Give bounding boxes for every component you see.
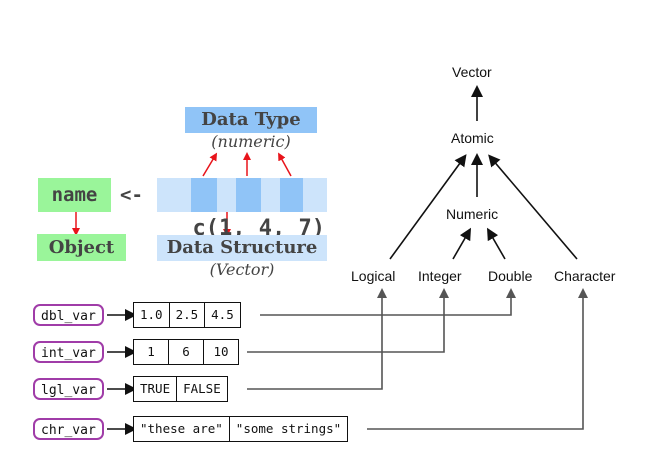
cell: "some strings" xyxy=(235,421,342,436)
link-lgl-to-logical xyxy=(247,288,387,390)
arrow-integer-to-numeric xyxy=(452,227,471,260)
cell: 6 xyxy=(169,340,204,364)
cell: 1.0 xyxy=(134,303,170,327)
data-structure-label: Data Structure xyxy=(157,235,327,261)
node-logical: Logical xyxy=(351,268,396,284)
arrow-1-to-type xyxy=(202,152,218,177)
value-highlight-1 xyxy=(191,178,217,212)
cells-lgl: TRUE FALSE xyxy=(133,376,228,402)
data-type-label: Data Type xyxy=(185,107,317,133)
sep: , xyxy=(272,216,286,241)
node-double: Double xyxy=(488,268,533,284)
arrow-logical-to-atomic xyxy=(389,154,467,260)
cells-int: 1 6 10 xyxy=(133,339,239,365)
node-integer: Integer xyxy=(418,268,462,284)
cell: "these are" xyxy=(134,417,230,441)
data-structure-sub: (Vector) xyxy=(209,260,275,279)
object-name-box: name xyxy=(38,178,111,212)
cell: FALSE xyxy=(183,381,221,396)
sep: , xyxy=(232,216,246,241)
object-label: Object xyxy=(37,234,126,261)
value-4: 4 xyxy=(258,216,272,241)
link-chr-to-character xyxy=(367,288,588,430)
code-vector: c(1, 4, 7) xyxy=(166,178,326,241)
var-chr: chr_var xyxy=(33,418,104,440)
cell: 1 xyxy=(134,340,169,364)
cell: TRUE xyxy=(134,377,178,401)
value-1: 1 xyxy=(219,216,233,241)
arrow-double-to-numeric xyxy=(487,227,506,260)
cells-chr: "these are" "some strings" xyxy=(133,416,349,442)
node-numeric: Numeric xyxy=(446,206,499,222)
node-vector: Vector xyxy=(452,64,492,80)
data-type-sub: (numeric) xyxy=(211,132,291,151)
node-character: Character xyxy=(554,268,616,284)
cell: 4.5 xyxy=(211,307,234,322)
arrow-character-to-atomic xyxy=(488,154,578,260)
var-dbl: dbl_var xyxy=(33,304,104,326)
cell: 10 xyxy=(213,344,229,359)
var-lgl: lgl_var xyxy=(33,378,104,400)
var-int: int_var xyxy=(33,341,104,363)
node-atomic: Atomic xyxy=(451,130,494,146)
cell: 2.5 xyxy=(170,303,206,327)
value-7: 7 xyxy=(298,216,312,241)
cells-dbl: 1.0 2.5 4.5 xyxy=(133,302,241,328)
value-highlight-4 xyxy=(236,178,261,212)
assign-operator: <- xyxy=(120,184,143,206)
link-dbl-to-double xyxy=(260,288,516,316)
fn-close: ) xyxy=(311,216,325,241)
link-int-to-integer xyxy=(247,288,449,353)
arrow-7-to-type xyxy=(278,152,292,177)
value-highlight-7 xyxy=(280,178,303,212)
